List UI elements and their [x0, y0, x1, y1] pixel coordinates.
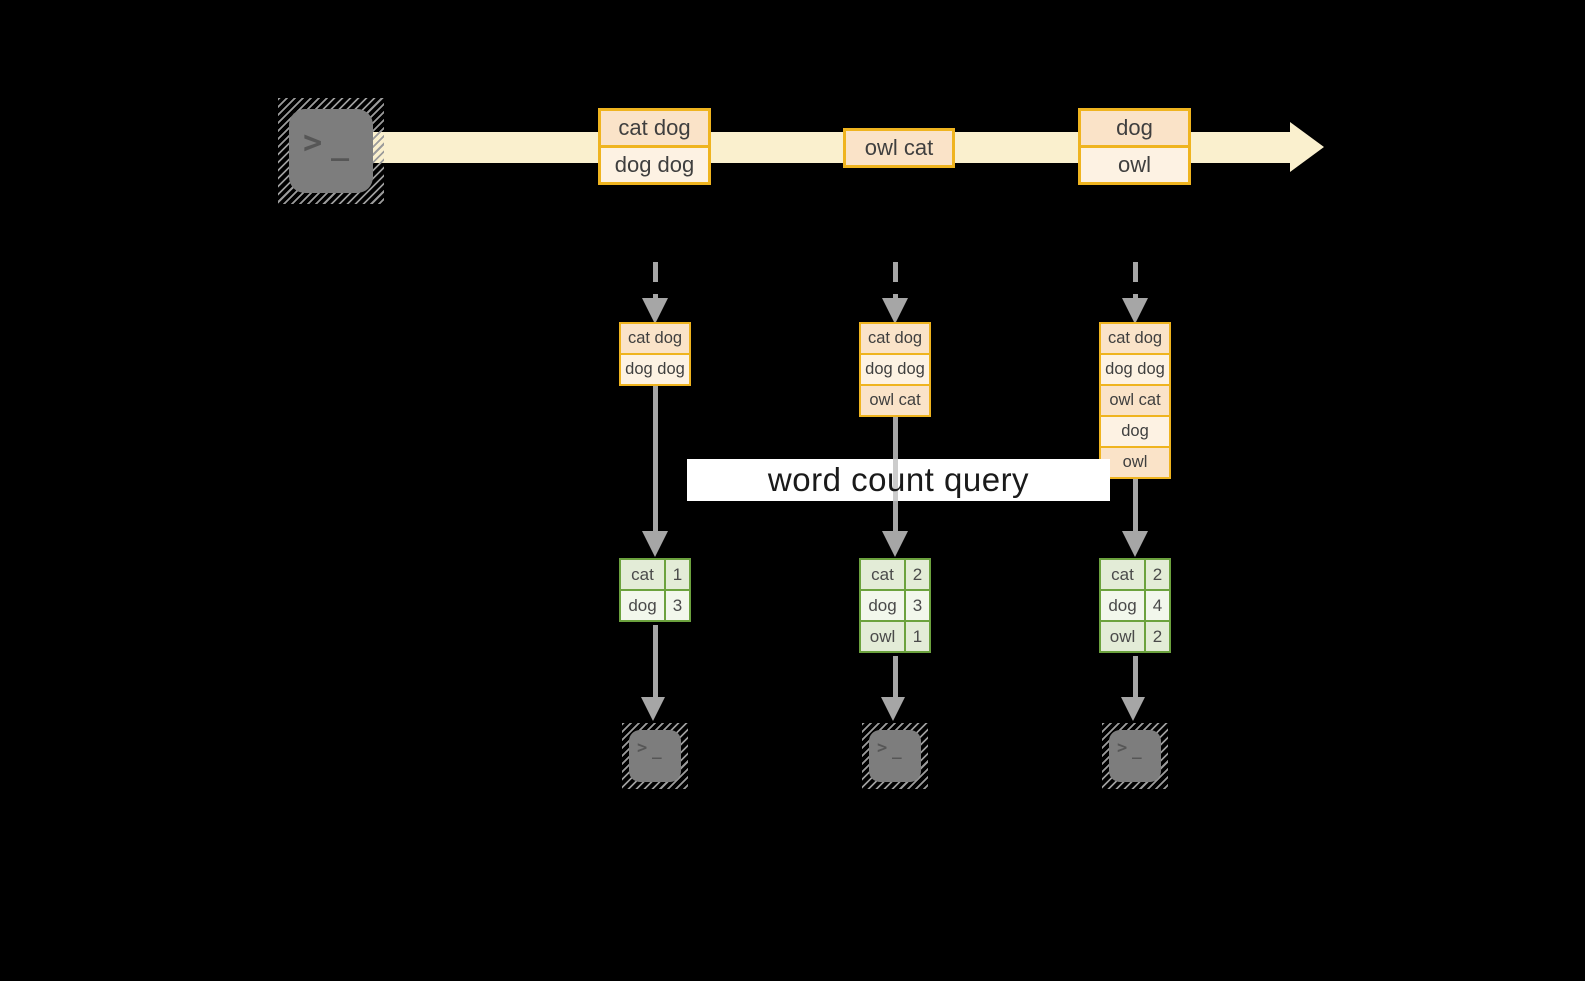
source-terminal-icon: > _	[278, 98, 384, 204]
count-row: cat 2	[861, 560, 929, 589]
output-arrow-head-icon	[881, 697, 905, 721]
terminal-screen: > _	[869, 730, 921, 782]
ingest-arrow-head-icon	[1122, 298, 1148, 324]
message-cell: owl cat	[846, 131, 952, 165]
message-cell: dog	[1081, 111, 1188, 145]
buffer-cell: owl	[1101, 446, 1169, 477]
buffer-stack-2: cat dog dog dog owl cat	[859, 322, 931, 417]
count-cell: 3	[904, 591, 929, 620]
buffer-cell: cat dog	[861, 324, 929, 353]
count-row: dog 3	[861, 589, 929, 620]
message-cell: owl	[1081, 145, 1188, 182]
query-arrow-head-icon	[642, 531, 668, 557]
word-cell: cat	[1111, 565, 1134, 584]
message-cell: cat dog	[601, 111, 708, 145]
word-cell: cat	[631, 565, 654, 584]
count-cell: 2	[1144, 622, 1169, 651]
count-row: owl 2	[1101, 620, 1169, 651]
buffer-cell: cat dog	[1101, 324, 1169, 353]
word-cell: cat	[871, 565, 894, 584]
query-label-box	[687, 459, 1110, 501]
ingest-arrow-shaft	[893, 262, 898, 300]
buffer-cell: dog dog	[621, 353, 689, 384]
query-arrow-shaft	[1133, 479, 1138, 533]
buffer-stack-3: cat dog dog dog owl cat dog owl	[1099, 322, 1171, 479]
count-row: owl 1	[861, 620, 929, 651]
message-box-3: dog owl	[1078, 108, 1191, 185]
message-cell: dog dog	[601, 145, 708, 182]
count-cell: 2	[904, 560, 929, 589]
count-row: dog 3	[621, 589, 689, 620]
cursor-icon: _	[652, 740, 662, 759]
word-cell: dog	[868, 596, 897, 615]
word-cell: dog	[628, 596, 657, 615]
count-table-3: cat 2 dog 4 owl 2	[1099, 558, 1171, 653]
prompt-icon: >	[303, 123, 323, 161]
word-cell: owl	[1109, 627, 1136, 646]
count-cell: 1	[664, 560, 689, 589]
count-table-2: cat 2 dog 3 owl 1	[859, 558, 931, 653]
ingest-arrow-shaft	[1133, 262, 1138, 300]
cursor-icon: _	[1132, 740, 1142, 759]
ingest-arrow-shaft	[653, 262, 658, 300]
word-cell: owl	[869, 627, 896, 646]
count-row: dog 4	[1101, 589, 1169, 620]
count-cell: 1	[904, 622, 929, 651]
output-arrow-shaft	[653, 625, 658, 697]
ingest-arrow-head-icon	[642, 298, 668, 324]
cursor-icon: _	[331, 127, 350, 162]
ingest-arrow-head-icon	[882, 298, 908, 324]
count-cell: 2	[1144, 560, 1169, 589]
buffer-cell: owl cat	[861, 384, 929, 415]
buffer-cell: dog	[1101, 415, 1169, 446]
terminal-screen: > _	[629, 730, 681, 782]
count-row: cat 2	[1101, 560, 1169, 589]
buffer-cell: dog dog	[861, 353, 929, 384]
query-arrow-head-icon	[882, 531, 908, 557]
prompt-icon: >	[877, 738, 888, 758]
buffer-cell: cat dog	[621, 324, 689, 353]
word-cell: dog	[1108, 596, 1137, 615]
prompt-icon: >	[637, 738, 648, 758]
query-label: word count query	[767, 461, 1030, 498]
count-cell: 3	[664, 591, 689, 620]
message-box-2: owl cat	[843, 128, 955, 168]
stream-arrowhead-icon	[1290, 122, 1324, 172]
query-arrow-overlay	[893, 459, 898, 501]
buffer-cell: dog dog	[1101, 353, 1169, 384]
count-row: cat 1	[621, 560, 689, 589]
sink-terminal-icon-2: > _	[862, 723, 928, 789]
terminal-screen: > _	[289, 109, 373, 193]
query-arrow-head-icon	[1122, 531, 1148, 557]
output-arrow-head-icon	[1121, 697, 1145, 721]
sink-terminal-icon-3: > _	[1102, 723, 1168, 789]
cursor-icon: _	[892, 740, 902, 759]
message-box-1: cat dog dog dog	[598, 108, 711, 185]
buffer-stack-1: cat dog dog dog	[619, 322, 691, 386]
output-arrow-shaft	[893, 656, 898, 697]
count-table-1: cat 1 dog 3	[619, 558, 691, 622]
buffer-cell: owl cat	[1101, 384, 1169, 415]
output-arrow-shaft	[1133, 656, 1138, 697]
terminal-screen: > _	[1109, 730, 1161, 782]
query-arrow-shaft	[653, 386, 658, 533]
count-cell: 4	[1144, 591, 1169, 620]
prompt-icon: >	[1117, 738, 1128, 758]
sink-terminal-icon-1: > _	[622, 723, 688, 789]
output-arrow-head-icon	[641, 697, 665, 721]
